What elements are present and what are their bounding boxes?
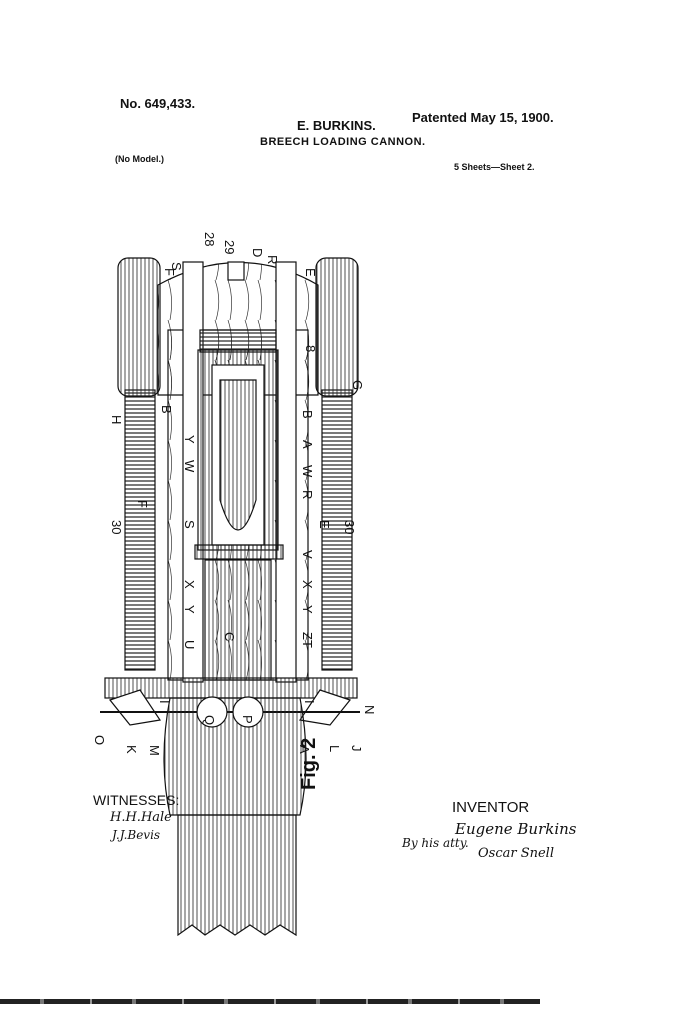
part-label: S xyxy=(182,520,197,529)
part-label: X xyxy=(182,580,197,589)
right-knob xyxy=(315,257,359,397)
part-label: M xyxy=(147,745,162,756)
part-label: 28 xyxy=(202,232,217,246)
part-label: N xyxy=(362,705,377,714)
part-label: U xyxy=(182,640,197,649)
part-label: W xyxy=(182,460,197,473)
wheel-p xyxy=(232,696,264,728)
wheel-q xyxy=(196,696,228,728)
breech-block xyxy=(204,559,272,681)
part-label: S xyxy=(169,262,184,271)
part-label: W xyxy=(300,465,315,478)
patent-number: No. 649,433. xyxy=(120,96,196,111)
part-label: 30 xyxy=(109,520,124,534)
part-label: V xyxy=(300,550,315,559)
part-label: T xyxy=(300,640,315,648)
part-label: I xyxy=(157,700,172,704)
part-label: Q xyxy=(202,715,217,725)
inventor-signature: Eugene Burkins xyxy=(455,820,577,838)
left-knob xyxy=(117,257,161,397)
part-label: G xyxy=(350,380,365,390)
part-label: L xyxy=(327,745,342,752)
witness-1-signature: H.H.Hale xyxy=(110,810,172,825)
part-label: Y xyxy=(182,605,197,614)
part-label: J xyxy=(349,745,364,752)
inventor-name: E. BURKINS. xyxy=(297,118,376,133)
part-label: B xyxy=(300,410,315,419)
part-label: Z xyxy=(300,632,315,640)
projectile xyxy=(219,379,257,531)
part-label: A xyxy=(300,440,315,449)
patent-date: Patented May 15, 1900. xyxy=(412,110,554,125)
model-note: (No Model.) xyxy=(115,154,164,164)
part-label: E xyxy=(303,268,318,277)
barrel-bulge xyxy=(163,697,307,816)
witness-2-signature: J.J.Bevis xyxy=(112,828,161,842)
scan-edge xyxy=(0,999,540,1004)
witnesses-label: WITNESSES: xyxy=(93,792,180,808)
part-label: B xyxy=(159,405,174,414)
inventor-label: INVENTOR xyxy=(452,799,530,816)
part-label: 29 xyxy=(222,240,237,254)
part-label: R xyxy=(265,255,280,264)
part-label: O xyxy=(92,735,107,745)
part-label: F xyxy=(135,500,150,508)
part-label: Y xyxy=(300,605,315,614)
part-label: 30 xyxy=(342,520,357,534)
part-label: X xyxy=(300,580,315,589)
figure-caption: Fig. 2 xyxy=(298,738,320,790)
attorney-signature: Oscar Snell xyxy=(478,846,554,861)
attorney-line: By his atty. xyxy=(402,836,469,850)
part-label: K xyxy=(124,745,139,754)
part-label: Y xyxy=(182,435,197,444)
part-label: H xyxy=(109,415,124,424)
left-screw xyxy=(124,389,156,671)
sheet-count: 5 Sheets—Sheet 2. xyxy=(454,162,535,172)
part-label: I xyxy=(302,700,317,704)
part-label: 8 xyxy=(303,345,318,352)
part-label: P xyxy=(240,715,255,724)
patent-title: BREECH LOADING CANNON. xyxy=(260,136,426,148)
part-label: A xyxy=(297,745,312,754)
part-label: E xyxy=(317,520,332,529)
part-label: D xyxy=(250,248,265,257)
part-label: F xyxy=(162,268,177,276)
barrel xyxy=(177,814,297,937)
part-label: C xyxy=(222,632,237,641)
part-label: R xyxy=(300,490,315,499)
